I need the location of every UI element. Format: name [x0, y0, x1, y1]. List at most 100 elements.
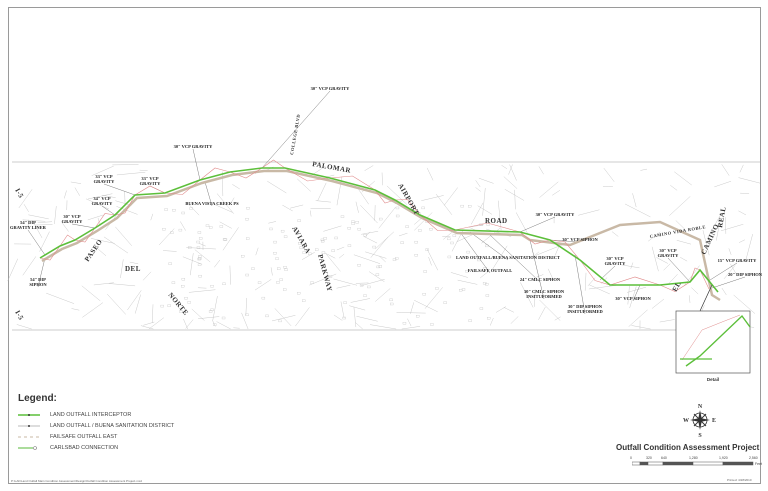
- land-outfall-interceptor-line: [39, 167, 719, 293]
- street: [584, 272, 587, 291]
- street: [22, 219, 46, 222]
- street: [716, 217, 721, 241]
- parcel: [222, 282, 226, 286]
- street: [480, 271, 489, 279]
- callout-label: BUENA VISTA CREEK PS: [185, 201, 239, 206]
- parcel: [331, 249, 335, 252]
- callout-leader: [103, 183, 136, 196]
- street: [222, 171, 224, 197]
- detail-inset[interactable]: Detail: [675, 284, 751, 382]
- parcel: [280, 229, 285, 233]
- street: [358, 189, 369, 205]
- parcel: [209, 226, 213, 229]
- street: [71, 308, 80, 311]
- parcel: [389, 298, 393, 302]
- failsafe-symbol-icon: [18, 434, 40, 440]
- parcel: [375, 273, 380, 276]
- street: [188, 289, 216, 293]
- street: [503, 176, 518, 189]
- street: [669, 196, 691, 216]
- parcel: [172, 209, 176, 212]
- parcel: [459, 289, 463, 292]
- parcel: [245, 218, 249, 221]
- parcel: [485, 244, 489, 248]
- street: [254, 279, 272, 291]
- parcel: [402, 322, 407, 325]
- road-label: NORTE: [166, 291, 190, 317]
- street: [323, 225, 342, 232]
- callout-leader: [529, 239, 545, 300]
- parcel: [482, 282, 487, 285]
- street: [270, 267, 273, 276]
- street: [194, 249, 211, 263]
- scale-tick: 1,280: [689, 456, 698, 460]
- legend-label: LAND OUTFALL INTERCEPTOR: [50, 411, 132, 418]
- buena-symbol-icon: [18, 423, 40, 429]
- callout-leader: [261, 90, 331, 169]
- road-label: REAL: [716, 206, 728, 229]
- street: [504, 189, 525, 201]
- street: [676, 240, 692, 245]
- legend-item-carlsbad: CARLSBAD CONNECTION: [18, 442, 174, 453]
- street: [333, 278, 358, 286]
- street: [620, 264, 640, 269]
- street: [148, 317, 164, 330]
- street: [61, 222, 69, 232]
- street: [188, 204, 200, 216]
- parcel: [465, 270, 469, 273]
- road-label: COLLEGE BLVD: [289, 113, 301, 155]
- street: [353, 307, 357, 328]
- street: [733, 294, 756, 314]
- parcel: [273, 252, 277, 255]
- street: [364, 165, 374, 171]
- callout-leader: [519, 216, 556, 233]
- street: [534, 289, 536, 307]
- street: [739, 239, 746, 243]
- street: [477, 205, 493, 215]
- street: [355, 322, 363, 330]
- street: [428, 256, 432, 266]
- parcel: [416, 315, 420, 318]
- street: [738, 177, 761, 184]
- street: [552, 190, 561, 196]
- compass-n: N: [698, 404, 703, 410]
- street: [369, 271, 385, 282]
- street: [629, 286, 637, 309]
- parcel: [279, 278, 283, 281]
- parcel: [460, 204, 464, 208]
- parcel: [466, 250, 470, 254]
- street: [241, 312, 249, 330]
- callout-leader: [709, 262, 738, 281]
- scale-unit: Feet: [755, 462, 763, 466]
- street: [509, 164, 517, 181]
- street: [255, 247, 259, 256]
- street: [90, 238, 115, 244]
- map-title: Outfall Condition Assessment Project: [616, 443, 760, 452]
- street: [46, 292, 75, 304]
- street: [186, 247, 216, 250]
- parcel: [178, 228, 183, 232]
- compass-rose-icon: N S W E: [683, 404, 716, 438]
- parcel: [245, 313, 249, 317]
- compass-s: S: [698, 433, 702, 438]
- street: [714, 181, 732, 188]
- street: [443, 231, 454, 240]
- parcel: [284, 268, 288, 271]
- parcel: [430, 323, 434, 326]
- street: [35, 224, 53, 226]
- scale-tick: 2,560: [749, 456, 758, 460]
- parcel: [188, 246, 192, 249]
- parcel: [414, 240, 418, 244]
- callout-label: 30" VCP GRAVITY: [311, 86, 351, 91]
- street: [450, 272, 468, 278]
- street: [470, 202, 484, 225]
- parcel: [297, 292, 301, 295]
- street: [229, 265, 231, 285]
- detail-label: Detail: [707, 377, 719, 382]
- parcel: [170, 231, 174, 234]
- street: [54, 206, 57, 224]
- parcel: [395, 257, 399, 260]
- street: [721, 164, 730, 176]
